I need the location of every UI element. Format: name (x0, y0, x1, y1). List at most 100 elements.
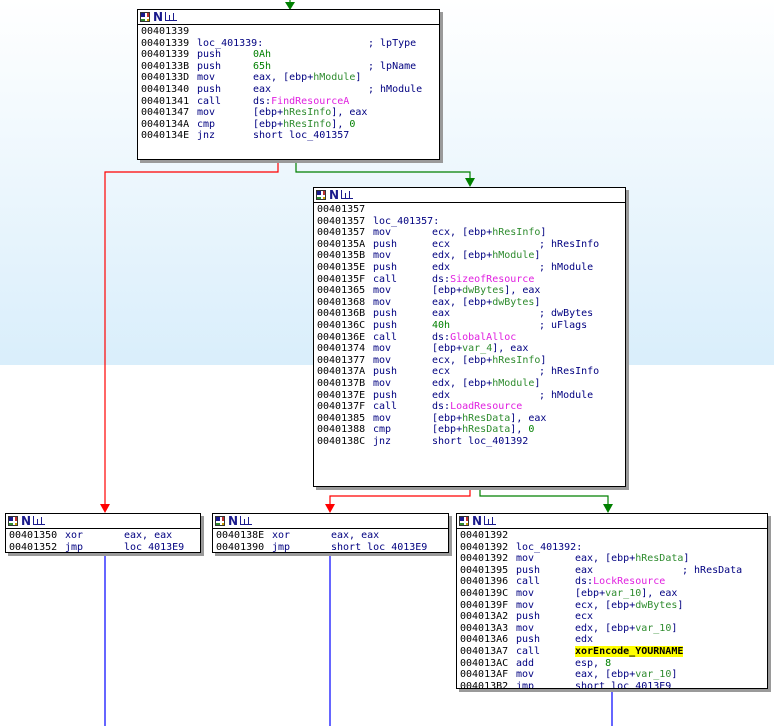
mnemonic: push (516, 564, 541, 576)
comment: ; hResInfo (539, 366, 600, 378)
address: 0040133D (141, 72, 190, 84)
node-n-icon: N (153, 10, 164, 24)
operand: [ebp+hResData], eax (432, 412, 547, 424)
comment: ; dwBytes (539, 308, 594, 320)
address: 0040137A (317, 366, 366, 378)
mnemonic: mov (197, 107, 216, 119)
address: 0040134A (141, 118, 190, 130)
code-line[interactable]: 00401392 (460, 530, 764, 542)
operand: edx (432, 261, 451, 273)
graph-icon (240, 516, 252, 525)
address: 00401350 (9, 530, 58, 541)
comment: ; hModule (368, 83, 423, 95)
operand: eax, [ebp+dwBytes] (432, 296, 541, 308)
address: 0040137F (317, 401, 366, 413)
address: 00401392 (460, 553, 509, 565)
address: 00401365 (317, 285, 366, 297)
address: 0040135E (317, 261, 366, 273)
mnemonic: mov (373, 285, 392, 297)
mnemonic: push (373, 319, 398, 331)
code-label: loc_401392: (516, 541, 583, 553)
code-line[interactable]: 00401339 (141, 26, 436, 38)
comment: ; hModule (539, 389, 594, 401)
address: 00401388 (317, 424, 366, 436)
block-header: N (6, 514, 200, 529)
mnemonic: add (516, 657, 535, 669)
address: 00401357 (317, 227, 366, 239)
mnemonic: push (373, 308, 398, 320)
operand: edx, [ebp+var_10] (575, 622, 678, 634)
graph-icon (165, 12, 177, 21)
mnemonic: push (516, 611, 541, 623)
code-line[interactable]: 00401357 (317, 204, 622, 216)
address: 0040135B (317, 250, 366, 262)
operand: ecx (432, 366, 451, 378)
operand: ecx, [ebp+dwBytes] (575, 599, 684, 611)
code-line[interactable]: 00401392 mov eax, [ebp+hResData] (460, 553, 764, 565)
operand: ecx, [ebp+hResInfo] (432, 354, 547, 366)
address: 00401396 (460, 576, 509, 588)
mnemonic: mov (516, 553, 535, 565)
address: 0040133B (141, 60, 190, 72)
mnemonic: mov (373, 377, 392, 389)
operand: eax, [ebp+hResData] (575, 553, 690, 565)
mnemonic: jmp (272, 541, 291, 553)
mnemonic: push (373, 389, 398, 401)
mnemonic: mov (197, 72, 216, 84)
mnemonic: push (516, 634, 541, 646)
address: 004013AC (460, 657, 509, 669)
operand: ds:FindResourceA (253, 95, 350, 107)
mnemonic: push (197, 83, 222, 95)
